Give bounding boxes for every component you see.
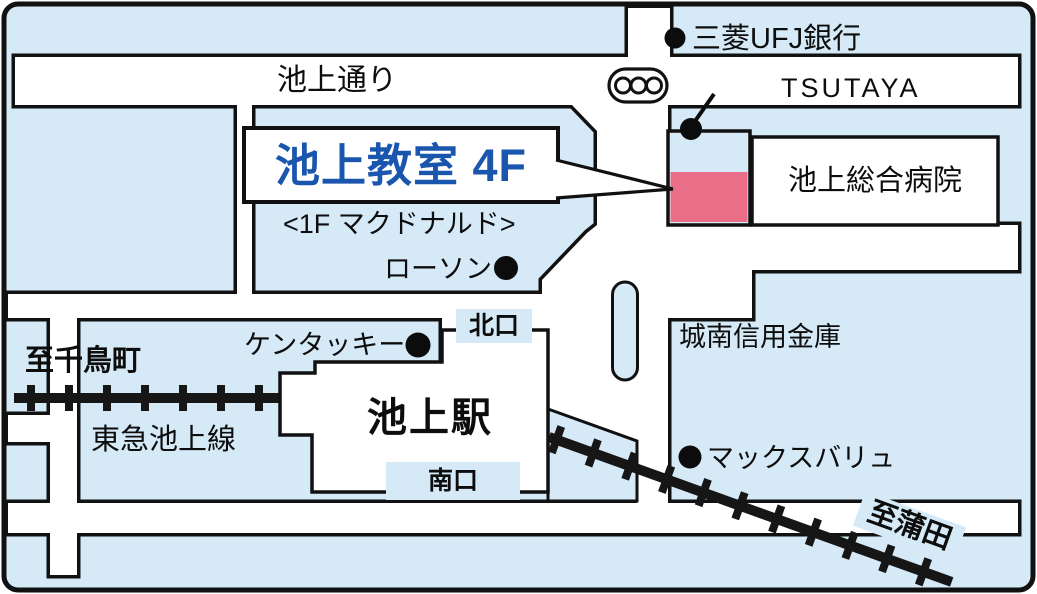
station-exit-south: 南口 — [386, 462, 520, 500]
station-building — [278, 328, 550, 494]
station-label: 池上駅 — [367, 396, 493, 440]
traffic-light-icon — [607, 67, 669, 104]
landmark-label-lawson: ローソン — [384, 253, 492, 284]
railway-line-label: 東急池上線 — [91, 423, 237, 456]
median-island — [611, 280, 639, 382]
lawson-dot-icon — [494, 256, 518, 280]
railway-west — [14, 385, 282, 411]
street-label-ikegami-dori: 池上通り — [277, 64, 397, 97]
landmark-label-hospital: 池上総合病院 — [787, 164, 962, 197]
hospital-box — [750, 135, 1000, 227]
landmark-label-maxvalu: マックスバリュ — [707, 442, 896, 473]
station-exit-north: 北口 — [456, 309, 532, 343]
landmark-label-jonan: 城南信用金庫 — [679, 321, 841, 352]
road-south — [8, 503, 1018, 533]
destination-building — [666, 129, 752, 227]
landmark-label-mitsubishi: 三菱UFJ銀行 — [692, 22, 862, 55]
mitsubishi-dot-icon — [664, 27, 686, 49]
note-label-mcdonalds: <1F マクドナルド> — [283, 208, 516, 239]
railway-east — [547, 425, 954, 587]
road-ikegami-dori — [15, 57, 1018, 105]
landmark-label-tsutaya: TSUTAYA — [781, 72, 921, 103]
kfc-dot-icon — [405, 332, 431, 358]
destination-label: 池上教室 4F — [274, 139, 528, 191]
direction-label-chidoricho: 至千鳥町 — [25, 344, 142, 377]
tsutaya-dot-icon — [680, 92, 716, 140]
destination-marker — [670, 172, 748, 222]
maxvalu-dot-icon — [678, 445, 702, 469]
destination-callout — [242, 126, 674, 204]
landmark-label-kfc: ケンタッキー — [244, 329, 406, 360]
